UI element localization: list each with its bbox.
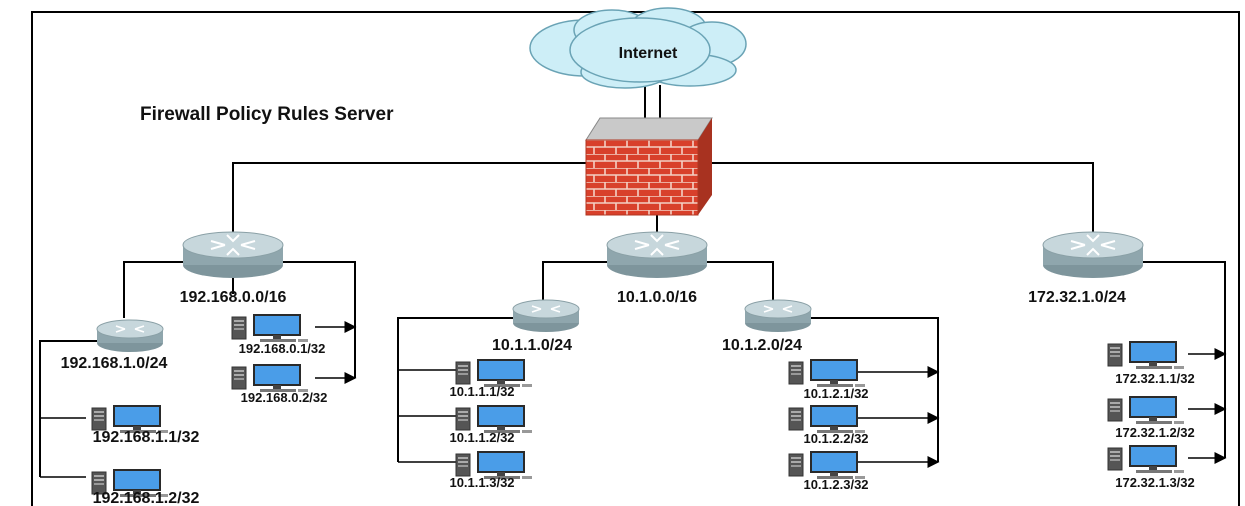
router-label-192-168-1-0: 192.168.1.0/24 — [61, 355, 168, 372]
host-label-10-1-1-3: 10.1.1.3/32 — [449, 475, 514, 490]
firewall-icon — [585, 117, 713, 216]
host-label-10-1-2-1: 10.1.2.1/32 — [803, 386, 868, 401]
router-label-10-1-0-0: 10.1.0.0/16 — [617, 289, 697, 306]
host-label-172-32-1-3: 172.32.1.3/32 — [1115, 475, 1195, 490]
host-icon-172-32-1-1 — [1107, 341, 1185, 370]
host-icon-192-168-0-2 — [231, 364, 309, 393]
host-label-10-1-2-3: 10.1.2.3/32 — [803, 477, 868, 492]
host-label-172-32-1-1: 172.32.1.1/32 — [1115, 371, 1195, 386]
host-icon-10-1-2-2 — [788, 405, 866, 434]
host-label-10-1-1-2: 10.1.1.2/32 — [449, 430, 514, 445]
host-label-192-168-0-2: 192.168.0.2/32 — [241, 390, 328, 405]
diagram-title: Firewall Policy Rules Server — [140, 104, 394, 125]
router-icon-172-32-1-0 — [1042, 231, 1144, 279]
frame-border — [31, 11, 1240, 506]
router-label-10-1-1-0: 10.1.1.0/24 — [492, 337, 572, 354]
host-icon-10-1-1-2 — [455, 405, 533, 434]
host-label-192-168-1-2: 192.168.1.2/32 — [93, 490, 200, 506]
host-label-172-32-1-2: 172.32.1.2/32 — [1115, 425, 1195, 440]
router-label-192-168-0-0: 192.168.0.0/16 — [180, 289, 287, 306]
host-label-192-168-1-1: 192.168.1.1/32 — [93, 429, 200, 446]
host-icon-10-1-1-1 — [455, 359, 533, 388]
host-icon-10-1-2-1 — [788, 359, 866, 388]
host-icon-172-32-1-2 — [1107, 396, 1185, 425]
router-icon-10-1-2-0 — [744, 299, 812, 333]
internet-label: Internet — [619, 45, 678, 62]
internet-cloud-icon — [529, 7, 747, 89]
host-icon-192-168-0-1 — [231, 314, 309, 343]
router-icon-10-1-1-0 — [512, 299, 580, 333]
host-icon-172-32-1-3 — [1107, 445, 1185, 474]
router-icon-10-1-0-0 — [606, 231, 708, 279]
host-label-10-1-2-2: 10.1.2.2/32 — [803, 431, 868, 446]
router-icon-192-168-0-0 — [182, 231, 284, 279]
router-label-172-32-1-0: 172.32.1.0/24 — [1028, 289, 1126, 306]
router-label-10-1-2-0: 10.1.2.0/24 — [722, 337, 802, 354]
host-icon-10-1-2-3 — [788, 451, 866, 480]
host-label-10-1-1-1: 10.1.1.1/32 — [449, 384, 514, 399]
host-label-192-168-0-1: 192.168.0.1/32 — [239, 341, 326, 356]
router-icon-192-168-1-0 — [96, 319, 164, 353]
